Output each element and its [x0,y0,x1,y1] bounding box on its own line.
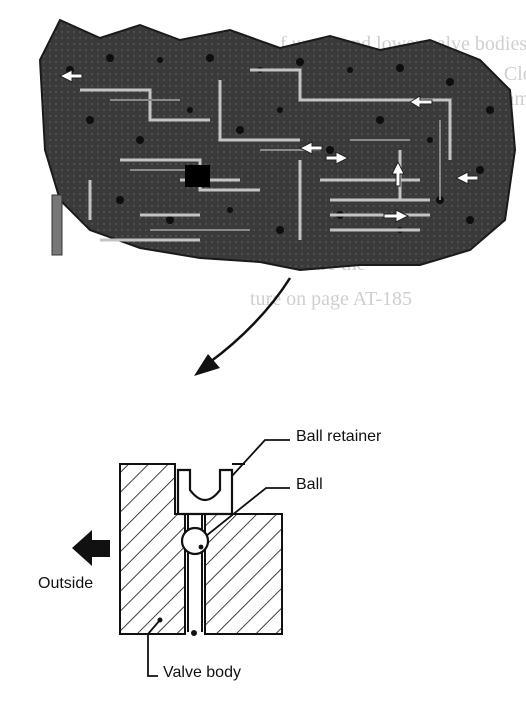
valve-body-left [119,463,186,635]
ball [180,526,210,556]
leader-valve-body [147,619,161,677]
valve-body-photo: f upper and lower valve bodies, loc show… [38,18,526,310]
pointer-arrow [194,277,292,376]
ball-retainer [176,468,234,516]
leader-ball [205,487,290,537]
svg-text:ture on page AT-185: ture on page AT-185 [250,288,412,310]
leader-ball-retainer [231,439,290,477]
label-valve-body: Valve body [163,664,241,681]
label-ball-retainer: Ball retainer [296,428,382,445]
valve-section-diagram [72,439,290,677]
valve-body-right [204,513,283,635]
label-ball: Ball [296,476,323,493]
label-outside: Outside [38,575,94,592]
outside-arrow [72,530,110,566]
